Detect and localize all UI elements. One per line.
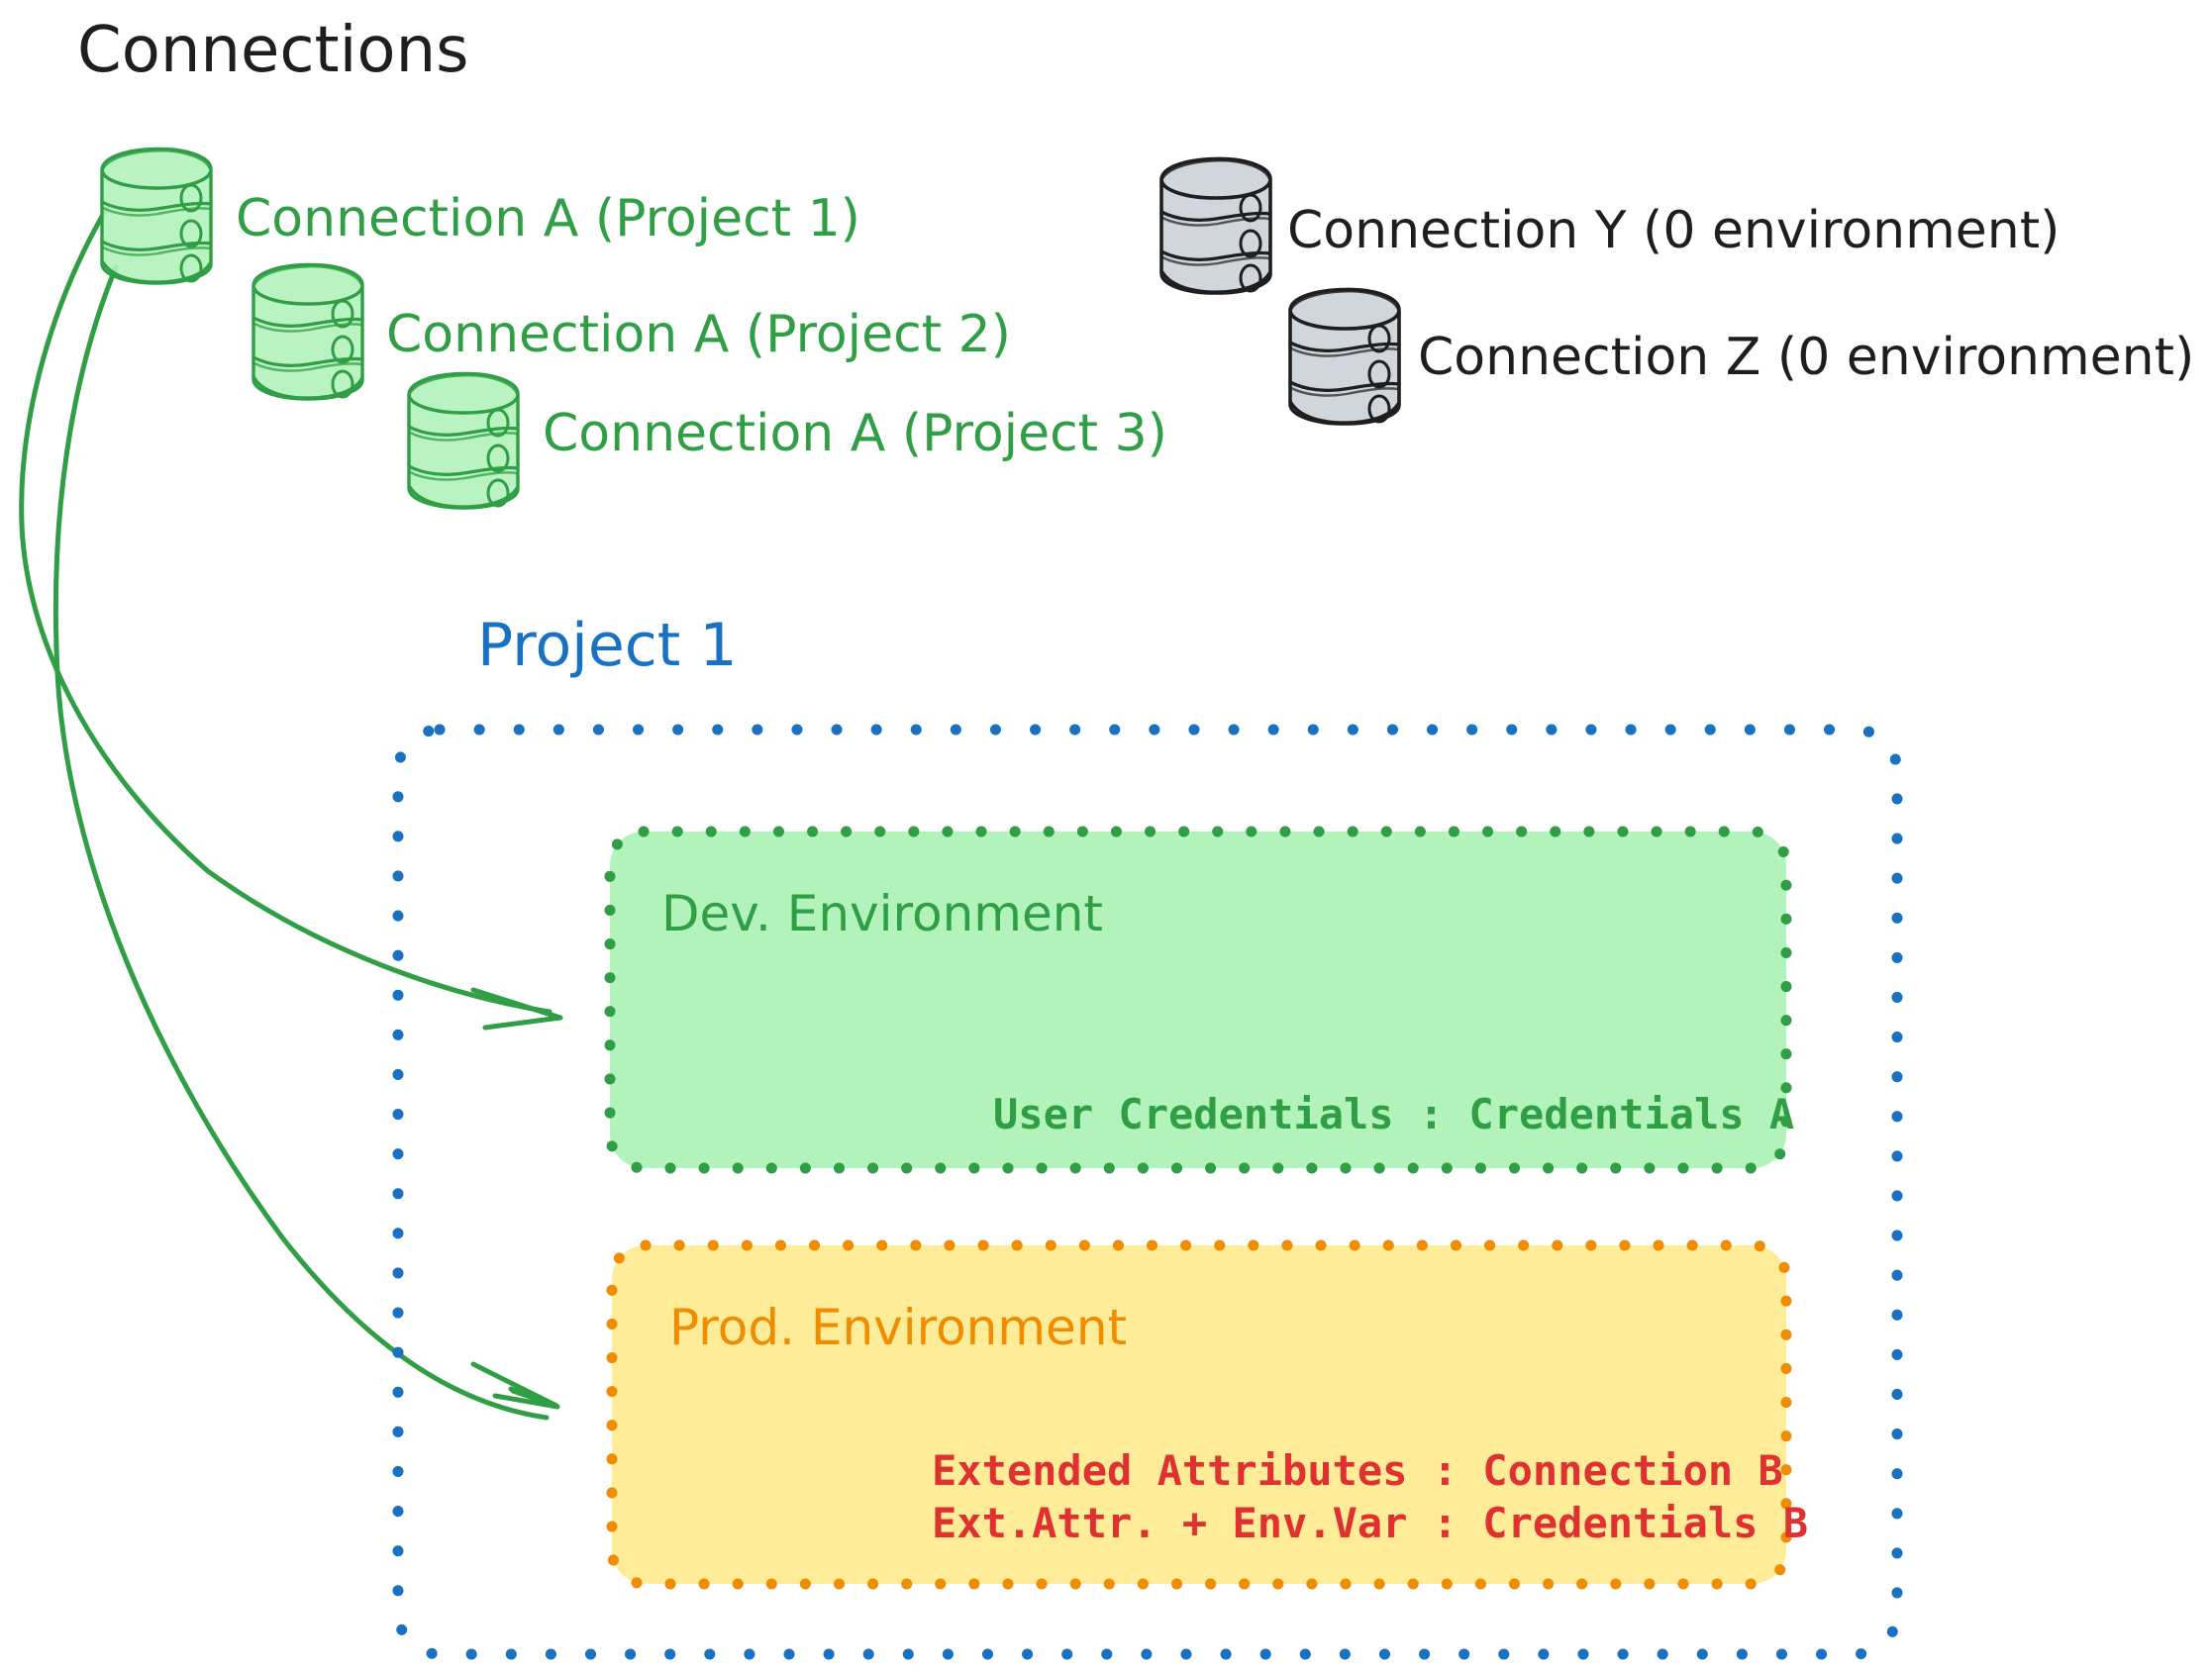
dev-environment-box: [604, 826, 1792, 1174]
database-icon-connection-a-project-2[interactable]: [251, 262, 365, 401]
database-icon-connection-z[interactable]: [1287, 287, 1402, 426]
database-icon-connection-a-project-1[interactable]: [99, 147, 214, 285]
database-icon-connection-a-project-3[interactable]: [406, 371, 521, 510]
page-title: Connections: [77, 14, 468, 87]
dev-environment-row-0: User Credentials : Credentials A: [993, 1090, 1794, 1138]
dev-environment-title: Dev. Environment: [661, 885, 1103, 942]
database-icon-connection-y[interactable]: [1158, 156, 1273, 295]
label-connection-z: Connection Z (0 environment): [1418, 328, 2194, 387]
label-connection-a-project-1: Connection A (Project 1): [236, 189, 860, 248]
label-connection-y: Connection Y (0 environment): [1287, 201, 2060, 260]
project-1-container: [392, 724, 1903, 1660]
prod-environment-title: Prod. Environment: [669, 1299, 1127, 1356]
project-label: Project 1: [477, 611, 738, 680]
prod-environment-box: [606, 1239, 1792, 1590]
label-connection-a-project-3: Connection A (Project 3): [543, 404, 1167, 463]
prod-environment-row-1: Ext.Attr. + Env.Var : Credentials B: [932, 1499, 1808, 1547]
arrow-connection-a-to-dev: [19, 205, 563, 1031]
prod-environment-row-0: Extended Attributes : Connection B: [932, 1446, 1783, 1495]
label-connection-a-project-2: Connection A (Project 2): [386, 305, 1011, 364]
